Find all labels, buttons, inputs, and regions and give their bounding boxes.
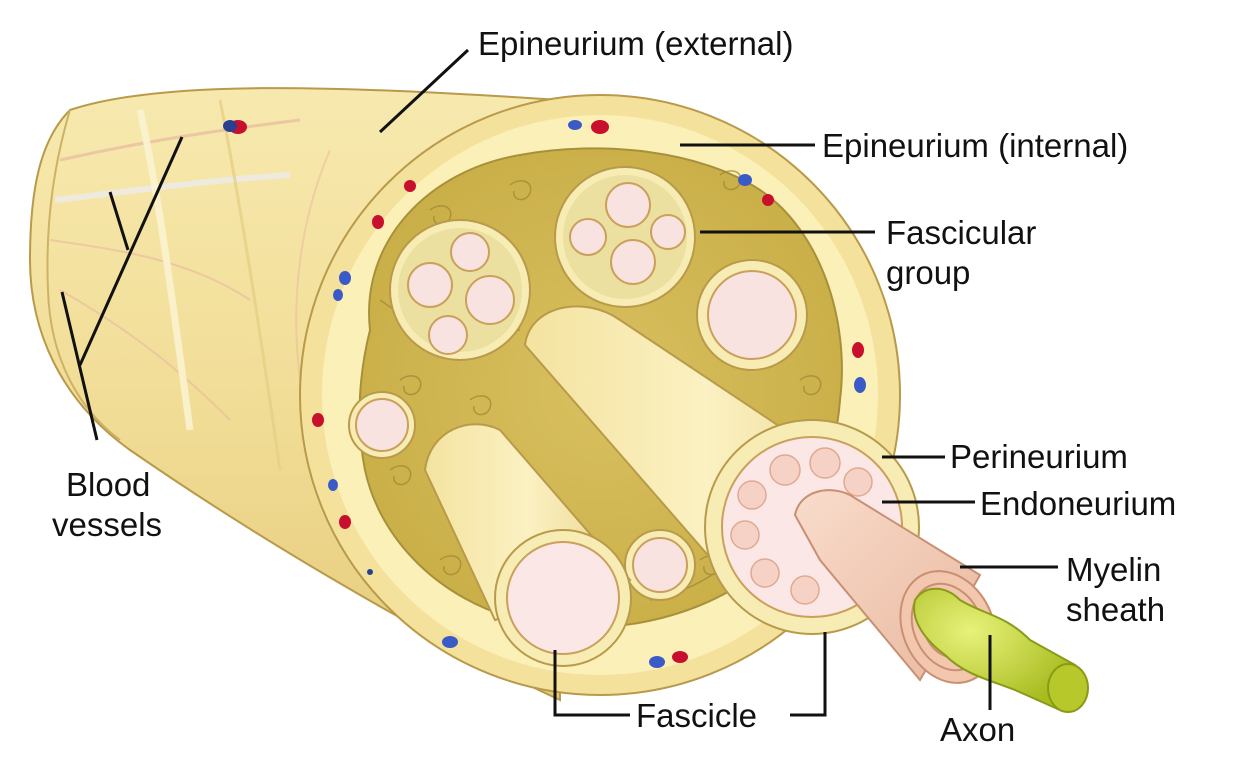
- label-endoneurium: Endoneurium: [980, 485, 1177, 522]
- label-epineurium-internal: Epineurium (internal): [822, 127, 1129, 164]
- label-epineurium-external: Epineurium (external): [478, 25, 794, 62]
- label-myelin-sheath-line-1: Myelin: [1066, 551, 1162, 588]
- epineurium-blood-vessels: [312, 120, 866, 668]
- fascicle-bottom-small: [624, 529, 696, 601]
- label-perineurium: Perineurium: [950, 438, 1128, 475]
- fascicle-cylinder-left: [423, 423, 632, 667]
- label-myelin-sheath-line-2: sheath: [1066, 591, 1166, 628]
- fascicle-left-small: [348, 391, 416, 459]
- fascicle-right-small: [696, 259, 808, 371]
- axon-beads: [730, 447, 873, 605]
- label-axon: Axon: [940, 711, 1016, 748]
- label-fascicular-group-line-1: Fascicular: [886, 214, 1037, 251]
- label-fascicular-group: Fascicular group: [886, 213, 1036, 293]
- myelinated-axon: [793, 489, 1089, 713]
- label-blood-vessels-line-1: Blood: [66, 466, 151, 503]
- label-blood-vessels-line-2: vessels: [52, 506, 163, 543]
- label-fascicular-group-line-2: group: [886, 254, 971, 291]
- fascicular-group-left: [389, 219, 531, 361]
- label-fascicle: Fascicle: [636, 697, 758, 734]
- fascicular-group-right: [554, 166, 696, 308]
- label-myelin-sheath: Myelin sheath: [1066, 550, 1165, 630]
- leader-lines: [60, 48, 1058, 717]
- label-blood-vessels: Blood vessels: [52, 465, 162, 545]
